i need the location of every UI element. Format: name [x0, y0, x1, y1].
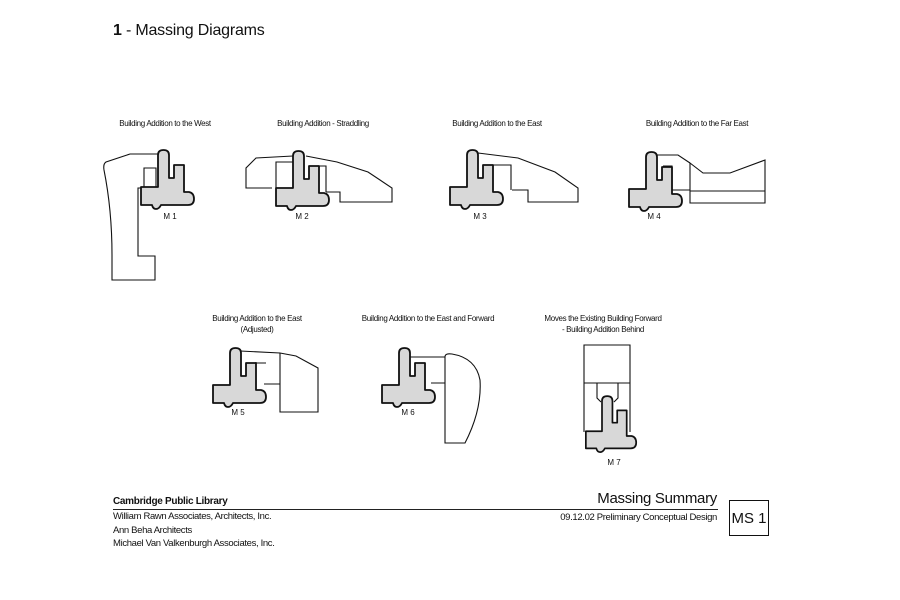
existing-building-m4 [628, 151, 683, 212]
existing-annex-m6 [409, 356, 445, 384]
existing-annex-m3 [493, 164, 512, 190]
existing-building-m7 [584, 395, 638, 454]
label-m5: M 5 [231, 408, 245, 417]
firm-2: Ann Beha Architects [113, 525, 192, 536]
caption-m1: Building Addition to the West [119, 119, 212, 128]
diagram-m1: Building Addition to the West M 1 [103, 119, 212, 281]
existing-building-m5 [212, 347, 267, 408]
label-m7: M 7 [607, 458, 621, 467]
addition-outline-m6 [444, 353, 481, 444]
addition-outline-m5 [279, 352, 319, 413]
existing-building-m1 [140, 149, 195, 210]
addition-outline-m7 [583, 344, 631, 432]
label-m1: M 1 [163, 212, 177, 221]
firm-1: William Rawn Associates, Architects, Inc… [113, 511, 272, 522]
existing-annex-m2 [275, 161, 327, 192]
page-title: 1 - Massing Diagrams [113, 22, 265, 40]
diagram-m4: Building Addition to the Far East M 4 [628, 119, 766, 221]
caption-m5-line1: Building Addition to the East [212, 314, 303, 323]
sheet-number-text: MS 1 [731, 509, 767, 527]
addition-outline-m4 [689, 159, 766, 204]
existing-building-m3 [449, 149, 504, 210]
sheet-subtitle: 09.12.02 Preliminary Conceptual Design [560, 512, 717, 523]
label-m2: M 2 [295, 212, 309, 221]
diagram-m2: Building Addition - Straddling M 2 [245, 119, 393, 221]
caption-m6: Building Addition to the East and Forwar… [362, 314, 494, 323]
caption-m2: Building Addition - Straddling [277, 119, 369, 128]
caption-m3: Building Addition to the East [452, 119, 543, 128]
sheet-title: Massing Summary [597, 490, 717, 507]
label-m3: M 3 [473, 212, 487, 221]
label-m6: M 6 [401, 408, 415, 417]
addition-outline-m2 [245, 155, 393, 203]
project-name: Cambridge Public Library [113, 496, 228, 507]
caption-m7-line2: - Building Addition Behind [562, 325, 644, 334]
addition-outline-m1 [103, 153, 160, 281]
title-text: - Massing Diagrams [125, 22, 265, 39]
addition-outline-m3 [477, 152, 579, 203]
diagram-m6: Building Addition to the East and Forwar… [362, 314, 495, 444]
firm-3: Michael Van Valkenburgh Associates, Inc. [113, 538, 275, 549]
caption-m5-line2: (Adjusted) [241, 325, 275, 334]
existing-building-m2 [275, 150, 330, 211]
caption-m4: Building Addition to the Far East [646, 119, 749, 128]
caption-m7-line1: Moves the Existing Building Forward [544, 314, 661, 323]
existing-annex-m1 [143, 167, 157, 188]
diagram-m5: Building Addition to the East (Adjusted)… [212, 314, 319, 417]
title-block-rule [113, 509, 718, 510]
title-number: 1 [113, 22, 122, 39]
diagram-m7: Moves the Existing Building Forward - Bu… [544, 314, 662, 467]
diagram-m3: Building Addition to the East M 3 [449, 119, 579, 221]
sheet-number: MS 1 [729, 500, 769, 536]
label-m4: M 4 [647, 212, 661, 221]
